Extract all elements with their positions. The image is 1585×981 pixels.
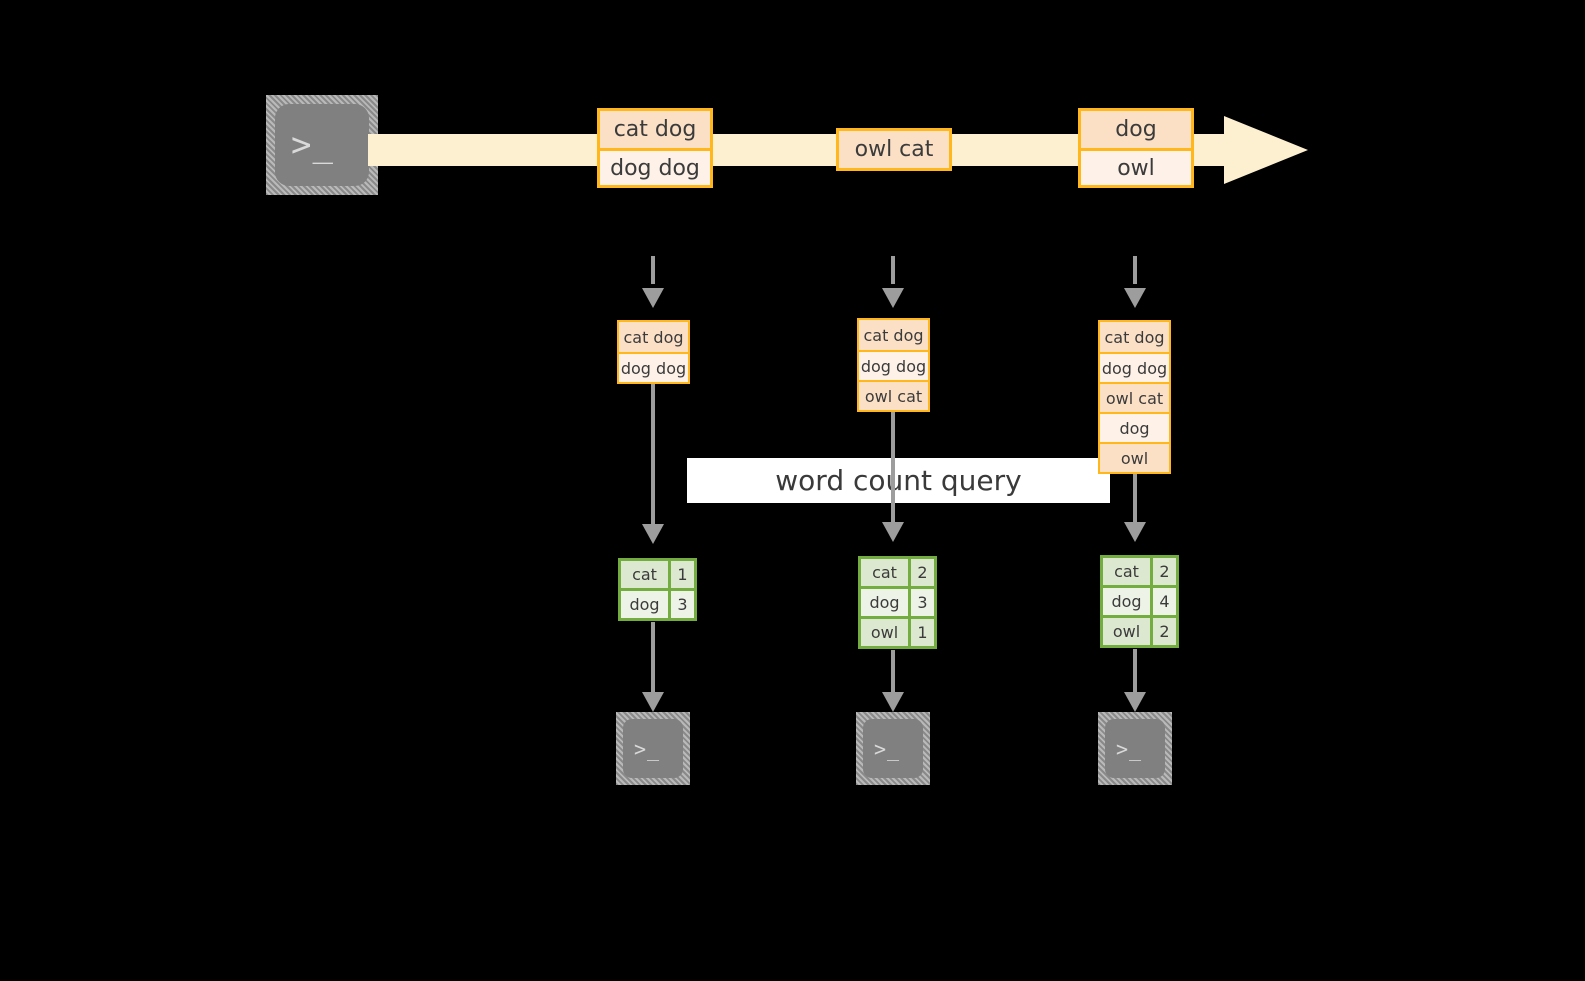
snapshot-row: dog [1100,412,1169,442]
snapshot-row: dog dog [619,352,688,382]
terminal-prompt-glyph: >_ [634,736,661,761]
stream-record-line: owl cat [839,131,949,168]
stream-record-3: dog owl [1078,108,1194,188]
result-row: owl 1 [861,616,934,646]
result-row: owl 2 [1103,615,1176,645]
source-terminal-icon: >_ [266,95,378,195]
stream-record-line: cat dog [600,111,710,148]
result-word: cat [1103,558,1150,585]
snapshot-table-1: cat dog dog dog [617,320,690,384]
sink-connector-2 [891,650,895,694]
snapshot-row: dog dog [859,350,928,380]
result-word: owl [1103,618,1150,645]
sink-connector-1 [651,622,655,694]
feed-dash-1a [651,256,655,284]
snapshot-row: owl [1100,442,1169,472]
result-row: dog 3 [861,586,934,616]
stream-arrow-head [1224,116,1308,184]
result-count: 3 [668,591,694,618]
snapshot-row: owl cat [1100,382,1169,412]
sink-connector-arrowhead-3 [1124,692,1146,712]
result-row: cat 2 [861,559,934,586]
query-label: word count query [687,458,1110,503]
stream-record-line: dog [1081,111,1191,148]
result-count: 2 [1150,558,1176,585]
result-table-3: cat 2 dog 4 owl 2 [1100,555,1179,648]
result-table-2: cat 2 dog 3 owl 1 [858,556,937,649]
terminal-prompt-glyph: >_ [874,736,901,761]
result-count: 3 [908,589,934,616]
sink-connector-arrowhead-2 [882,692,904,712]
result-count: 1 [668,561,694,588]
query-connector-1 [651,384,655,526]
stream-record-line: owl [1081,148,1191,185]
result-count: 1 [908,619,934,646]
query-connector-arrowhead-1 [642,524,664,544]
query-connector-2 [891,412,895,524]
sink-terminal-body: >_ [623,719,683,778]
result-row: dog 4 [1103,585,1176,615]
result-count: 2 [1150,618,1176,645]
sink-terminal-body: >_ [1105,719,1165,778]
sink-connector-arrowhead-1 [642,692,664,712]
source-terminal-body: >_ [275,104,369,186]
snapshot-row: owl cat [859,380,928,410]
result-row: cat 2 [1103,558,1176,585]
stream-record-1: cat dog dog dog [597,108,713,188]
sink-connector-3 [1133,649,1137,694]
stream-record-line: dog dog [600,148,710,185]
snapshot-table-3: cat dog dog dog owl cat dog owl [1098,320,1171,474]
result-row: cat 1 [621,561,694,588]
snapshot-row: cat dog [619,322,688,352]
query-label-text: word count query [775,464,1022,497]
snapshot-row: dog dog [1100,352,1169,382]
sink-terminal-body: >_ [863,719,923,778]
stream-record-2: owl cat [836,128,952,171]
feed-arrowhead-3 [1124,288,1146,308]
sink-terminal-icon-1: >_ [616,712,690,785]
result-count: 4 [1150,588,1176,615]
query-connector-arrowhead-3 [1124,522,1146,542]
result-word: cat [861,559,908,586]
result-row: dog 3 [621,588,694,618]
result-word: cat [621,561,668,588]
feed-arrowhead-2 [882,288,904,308]
snapshot-row: cat dog [859,320,928,350]
result-word: dog [621,591,668,618]
feed-dash-3a [1133,256,1137,284]
terminal-prompt-glyph: >_ [1116,736,1143,761]
result-word: owl [861,619,908,646]
snapshot-row: cat dog [1100,322,1169,352]
snapshot-table-2: cat dog dog dog owl cat [857,318,930,412]
feed-arrowhead-1 [642,288,664,308]
feed-dash-2a [891,256,895,284]
result-word: dog [1103,588,1150,615]
result-table-1: cat 1 dog 3 [618,558,697,621]
sink-terminal-icon-3: >_ [1098,712,1172,785]
query-connector-3 [1133,474,1137,524]
terminal-prompt-glyph: >_ [291,125,334,165]
result-count: 2 [908,559,934,586]
sink-terminal-icon-2: >_ [856,712,930,785]
result-word: dog [861,589,908,616]
query-connector-arrowhead-2 [882,522,904,542]
